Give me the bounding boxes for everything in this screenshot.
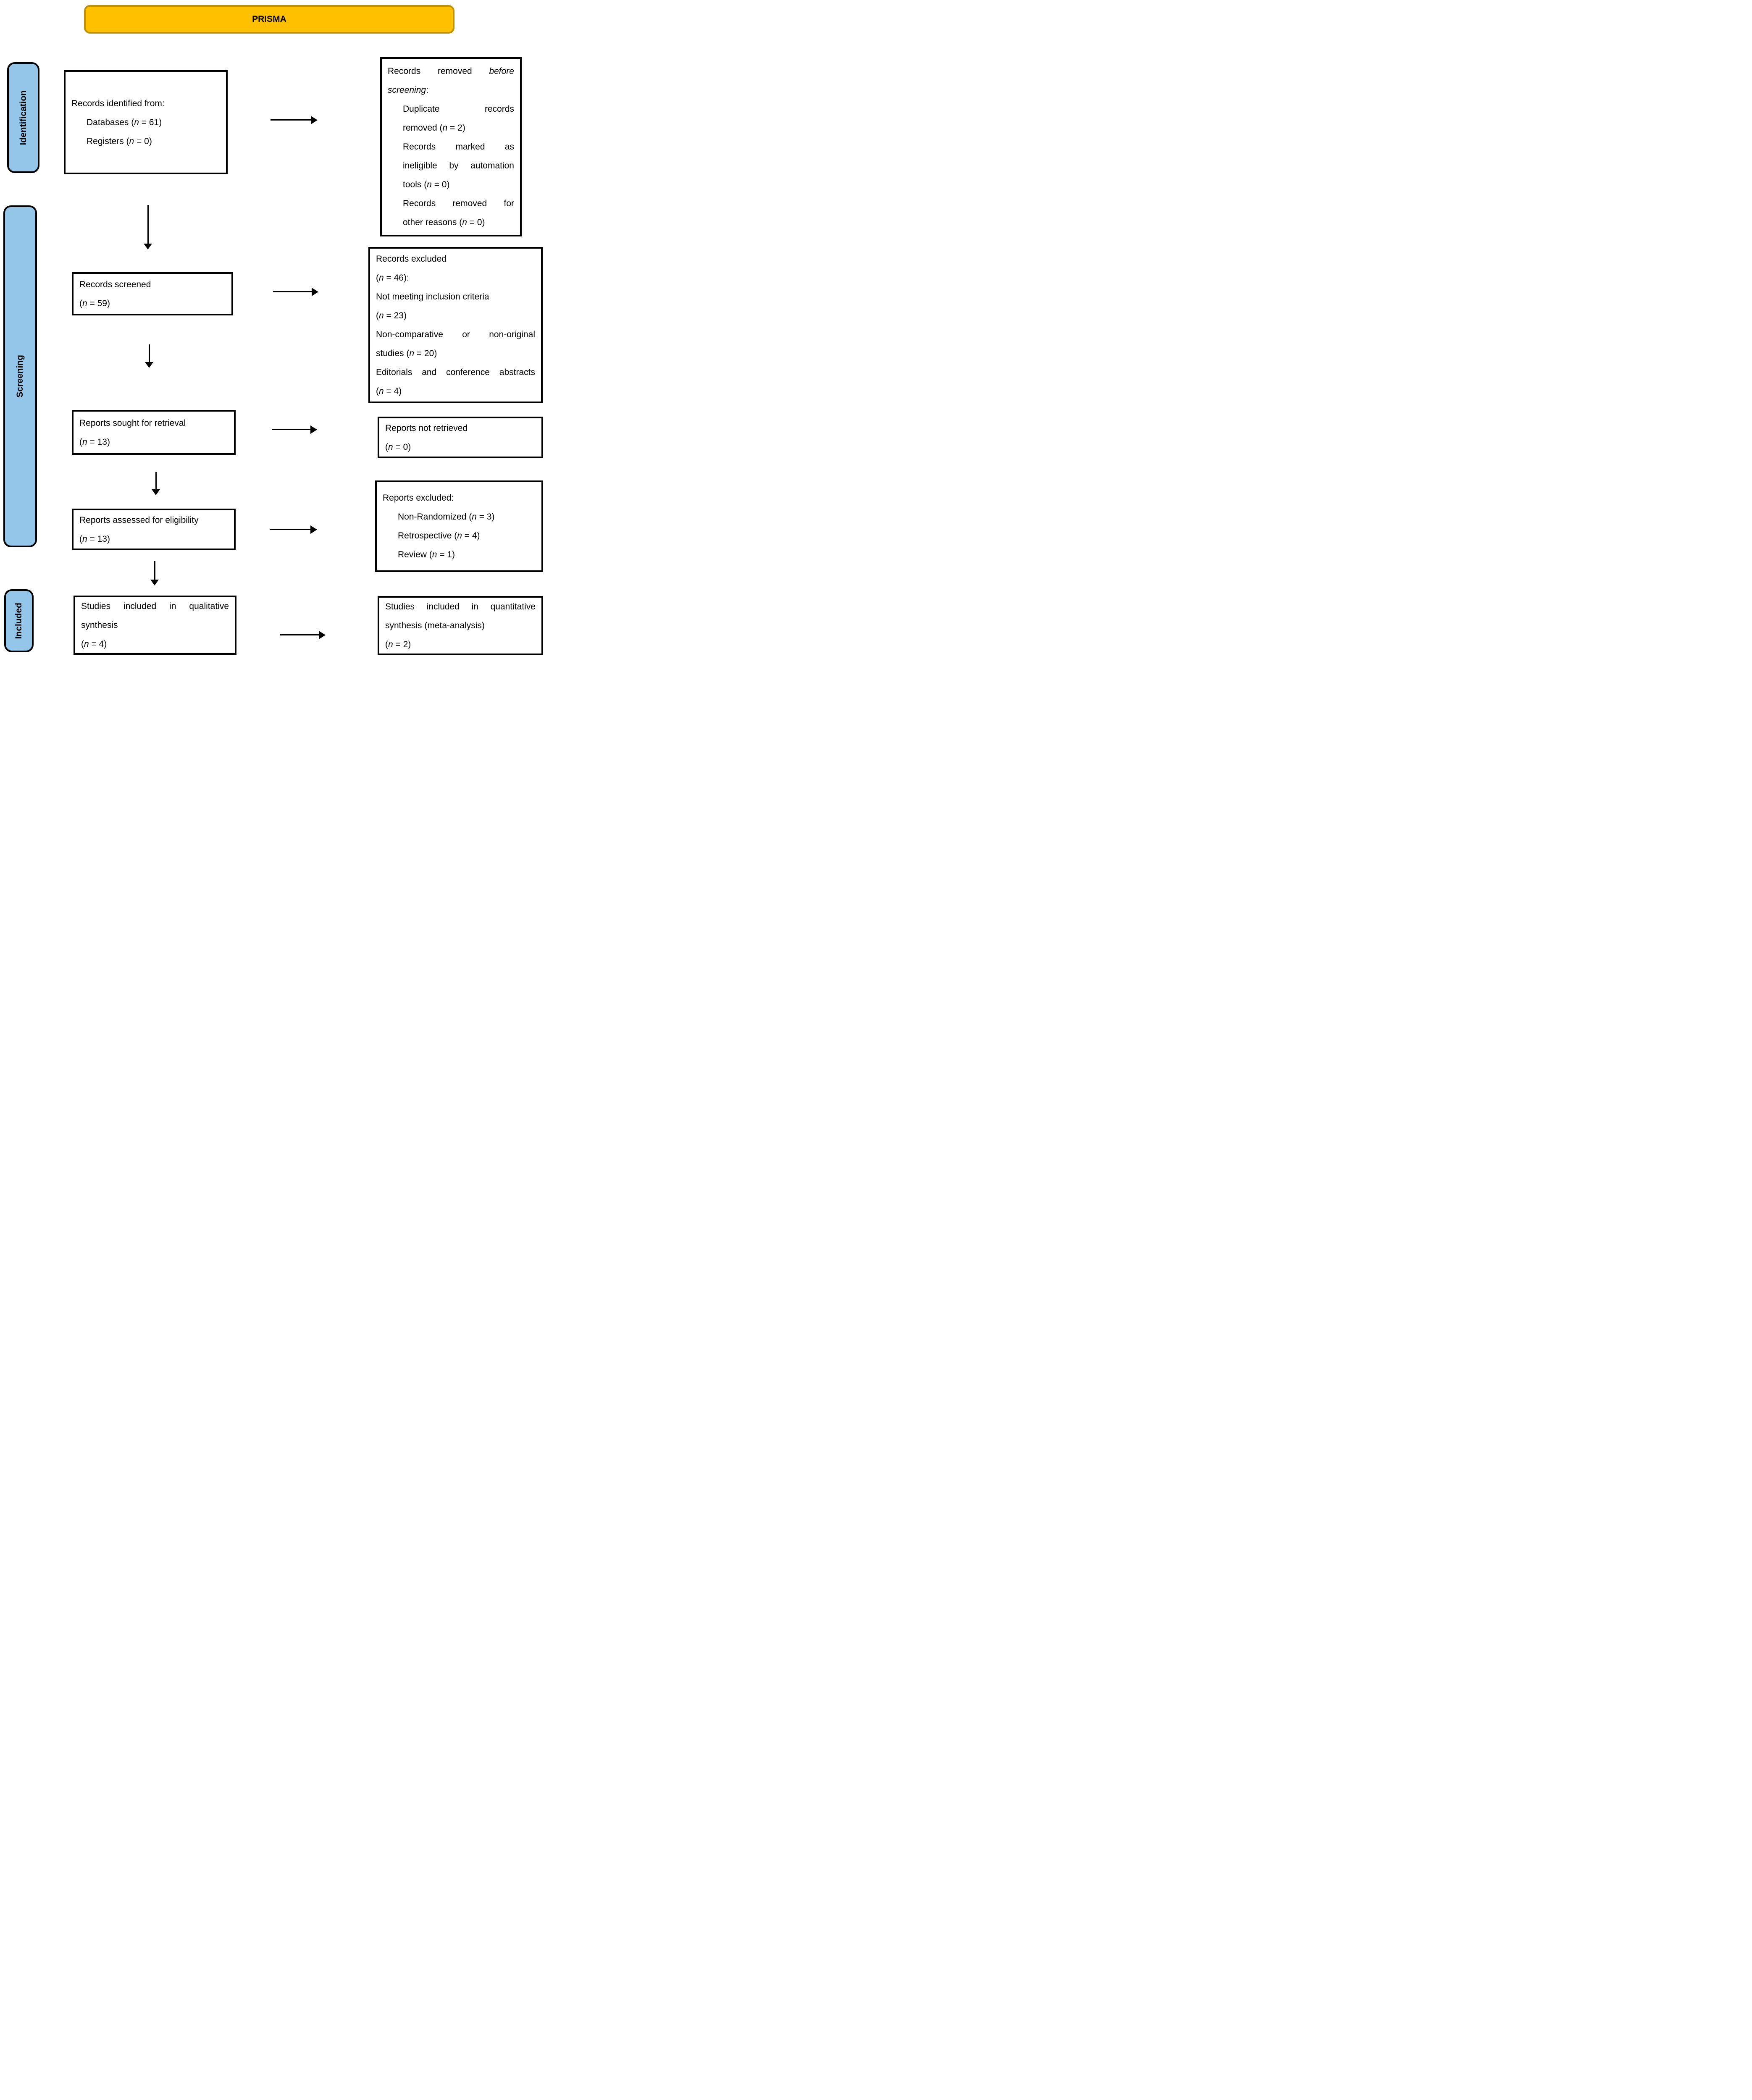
box-reports-sought: Reports sought for retrieval (n = 13) (72, 410, 236, 455)
box-line: Non-comparative or non-original (376, 330, 535, 339)
box-line: (n = 0) (385, 442, 411, 452)
box-line: Duplicate records (403, 104, 514, 114)
box-line: (n = 4) (81, 639, 107, 649)
arrowhead-down-icon (145, 362, 153, 368)
box-records-removed-before-screening: Records removed before screening: Duplicat… (380, 57, 522, 236)
box-line: (n = 13) (79, 437, 110, 447)
box-records-identified: Records identified from: Databases (n = 6… (64, 70, 228, 174)
box-line: studies (n = 20) (376, 349, 437, 358)
box-line: Reports assessed for eligibility (79, 515, 199, 525)
arrowhead-right-icon (310, 525, 317, 534)
box-line: Records excluded (376, 254, 447, 264)
box-line: Studies included in qualitative (81, 601, 229, 611)
arrowhead-down-icon (150, 580, 159, 585)
arrowhead-right-icon (311, 116, 318, 124)
arrowhead-right-icon (312, 288, 318, 296)
box-line: Databases (n = 61) (87, 117, 162, 127)
box-reports-excluded: Reports excluded: Non-Randomized (n = 3) R… (375, 480, 543, 572)
arrowhead-right-icon (310, 425, 317, 434)
box-line: Not meeting inclusion criteria (376, 292, 489, 302)
box-studies-quantitative: Studies included in quantitative synthesi… (378, 596, 543, 655)
box-line: tools (n = 0) (403, 180, 450, 189)
box-line: Editorials and conference abstracts (376, 368, 535, 377)
box-line: Reports excluded: (383, 493, 454, 503)
box-line: synthesis (81, 620, 118, 630)
box-line: (n = 13) (79, 534, 110, 544)
box-line: other reasons (n = 0) (403, 218, 485, 227)
box-line: synthesis (meta-analysis) (385, 621, 485, 630)
box-line: Reports not retrieved (385, 423, 468, 433)
box-line: (n = 4) (376, 386, 402, 396)
box-line: Studies included in quantitative (385, 602, 536, 612)
prisma-banner-title: PRISMA (252, 14, 286, 24)
box-line: (n = 23) (376, 311, 407, 320)
box-line: (n = 2) (385, 640, 411, 649)
box-reports-not-retrieved: Reports not retrieved (n = 0) (378, 417, 543, 458)
box-line: Reports sought for retrieval (79, 418, 186, 428)
stage-bar-identification: Identification (7, 62, 39, 173)
arrowhead-down-icon (152, 489, 160, 495)
box-line: (n = 59) (79, 298, 110, 308)
box-line: Review (n = 1) (398, 550, 455, 559)
box-line: Registers (n = 0) (87, 136, 152, 146)
box-line: ineligible by automation (403, 161, 514, 171)
box-line: Records removed for (403, 199, 514, 208)
box-records-screened: Records screened (n = 59) (72, 272, 233, 315)
stage-label-identification: Identification (18, 90, 28, 145)
box-line: screening: (388, 85, 428, 95)
box-line: Records identified from: (71, 98, 165, 108)
box-line: (n = 46): (376, 273, 409, 283)
box-line: Non-Randomized (n = 3) (398, 512, 495, 522)
box-line: Records marked as (403, 142, 514, 152)
box-line: removed (n = 2) (403, 123, 465, 133)
stage-bar-included: Included (4, 589, 34, 652)
box-records-excluded: Records excluded (n = 46): Not meeting inc… (368, 247, 543, 403)
prisma-flow-diagram: PRISMA Identification Screening Included… (0, 0, 548, 661)
box-line: Retrospective (n = 4) (398, 531, 480, 541)
box-line: Records screened (79, 279, 151, 289)
box-studies-qualitative: Studies included in qualitative synthesis… (74, 596, 236, 655)
box-reports-assessed: Reports assessed for eligibility (n = 13) (72, 509, 236, 550)
arrowhead-right-icon (319, 631, 326, 639)
stage-bar-screening: Screening (3, 205, 37, 547)
box-line: Records removed before (388, 66, 514, 76)
prisma-banner: PRISMA (84, 5, 454, 34)
stage-label-included: Included (14, 602, 24, 639)
stage-label-screening: Screening (15, 355, 25, 398)
arrowhead-down-icon (144, 244, 152, 249)
